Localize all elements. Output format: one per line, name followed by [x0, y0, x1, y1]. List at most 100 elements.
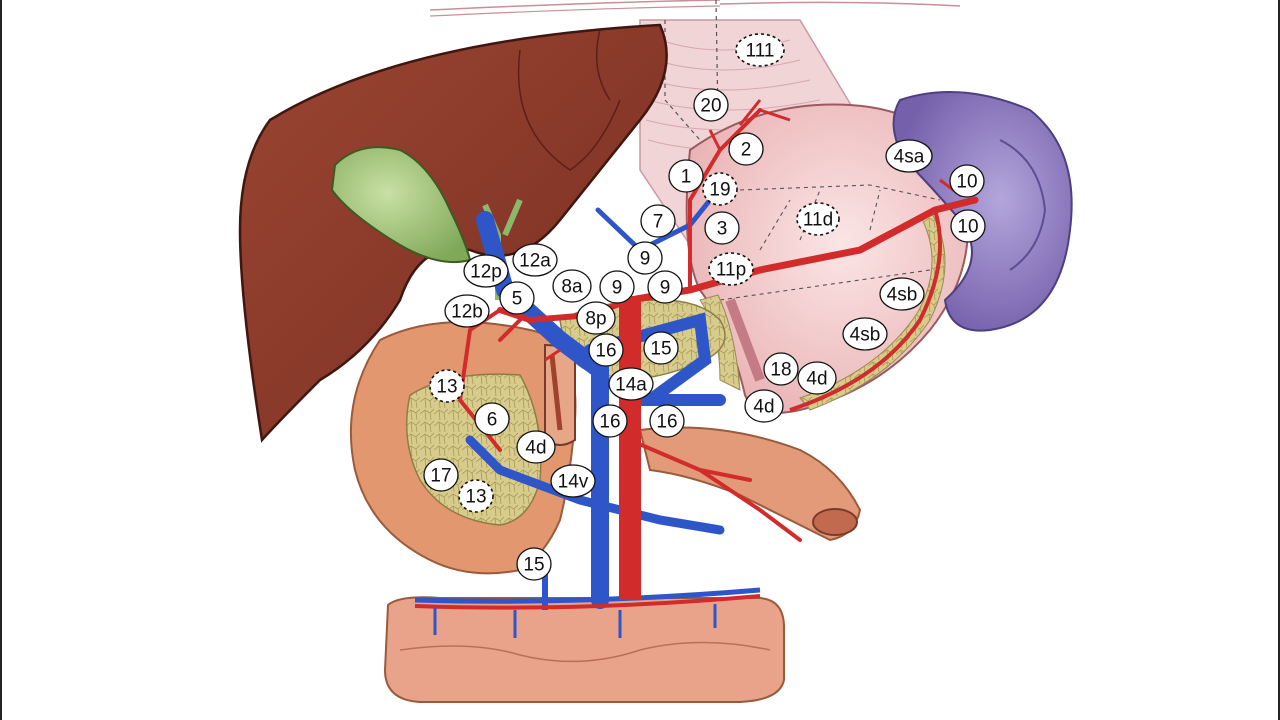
node-circle: [423, 458, 459, 492]
lymph-node-station-18: 18: [763, 352, 799, 386]
node-label: 20: [700, 96, 721, 117]
lymph-node-station-12b: 12b: [444, 294, 490, 328]
node-circle: [668, 159, 704, 193]
node-circle: [708, 252, 754, 286]
lymph-node-station-10a: 10: [949, 164, 985, 198]
node-label: 4sb: [887, 285, 918, 306]
lymph-node-station-16a: 16: [588, 333, 624, 367]
node-label: 4d: [806, 369, 827, 390]
lymph-node-station-2: 2: [728, 132, 764, 166]
node-circle: [796, 202, 840, 236]
node-circle: [797, 361, 837, 395]
node-circle: [576, 301, 616, 335]
spleen-crease: [999, 139, 1047, 271]
transverse-colon: [383, 596, 786, 703]
right-frame-edge: [1278, 0, 1280, 720]
node-circle: [728, 132, 764, 166]
node-label: 111: [746, 41, 775, 62]
node-circle: [463, 254, 509, 288]
node-label: 19: [709, 180, 730, 201]
node-circle: [649, 404, 685, 438]
node-circle: [763, 352, 799, 386]
lymph-node-station-6: 6: [474, 402, 510, 436]
node-circle: [885, 139, 933, 173]
lymph-node-station-11p: 11p: [708, 252, 754, 286]
node-circle: [599, 270, 635, 304]
lymph-node-station-11d: 11d: [796, 202, 840, 236]
node-circle: [516, 430, 556, 464]
lymph-node-station-13b: 13: [458, 479, 494, 513]
node-circle: [550, 464, 596, 498]
lymph-node-station-4d2: 4d: [744, 389, 784, 423]
node-label: 4sb: [850, 325, 881, 346]
left-frame-edge: [0, 0, 2, 720]
lymph-node-station-111: 111: [735, 33, 785, 67]
lymph-node-station-8a: 8a: [552, 269, 592, 303]
gallbladder: [330, 146, 472, 264]
node-label: 4sa: [894, 147, 925, 168]
node-label: 7: [653, 212, 664, 233]
node-label: 14a: [615, 375, 647, 396]
lymph-node-station-4sa: 4sa: [885, 139, 933, 173]
lymph-node-station-12a: 12a: [512, 243, 558, 277]
node-label: 4d: [753, 397, 774, 418]
lymph-node-station-20: 20: [693, 88, 729, 122]
node-circle: [640, 204, 676, 238]
node-circle: [592, 404, 628, 438]
node-label: 11p: [716, 260, 746, 281]
node-label: 18: [770, 360, 791, 381]
lymph-node-station-1: 1: [668, 159, 704, 193]
node-label: 1: [681, 167, 692, 188]
node-circle: [950, 209, 986, 243]
node-circle: [512, 243, 558, 277]
lymph-node-station-19: 19: [702, 172, 738, 206]
lymph-node-station-14a: 14a: [608, 367, 654, 401]
node-circle: [627, 241, 663, 275]
node-circle: [643, 331, 679, 365]
node-label: 3: [717, 219, 728, 240]
lymph-node-station-16c: 16: [649, 404, 685, 438]
node-circle: [588, 333, 624, 367]
node-label: 10: [957, 217, 978, 238]
lymph-node-station-3: 3: [704, 211, 740, 245]
node-label: 15: [523, 555, 544, 576]
node-label: 16: [656, 412, 677, 433]
node-circle: [552, 269, 592, 303]
lymph-node-station-7: 7: [640, 204, 676, 238]
node-circle: [444, 294, 490, 328]
node-label: 12a: [519, 251, 551, 272]
node-circle: [879, 277, 925, 311]
node-label: 13: [436, 377, 457, 398]
lymph-node-station-16b: 16: [592, 404, 628, 438]
lymph-node-station-4sb2: 4sb: [842, 317, 888, 351]
node-circle: [693, 88, 729, 122]
node-label: 9: [640, 249, 651, 270]
node-circle: [744, 389, 784, 423]
node-label: 8a: [561, 277, 583, 298]
node-label: 6: [487, 410, 498, 431]
node-circle: [842, 317, 888, 351]
node-label: 15: [650, 339, 671, 360]
lymph-node-station-10b: 10: [950, 209, 986, 243]
diaphragm: [429, 0, 961, 17]
node-label: 12b: [451, 302, 483, 323]
lymph-node-station-9a: 9: [627, 241, 663, 275]
node-label: 8p: [585, 309, 606, 330]
node-label: 5: [512, 289, 523, 310]
node-circle: [704, 211, 740, 245]
node-label: 12p: [470, 262, 502, 283]
lymph-node-station-8p: 8p: [576, 301, 616, 335]
node-label: 9: [612, 278, 623, 299]
node-label: 11d: [803, 210, 833, 231]
node-circle: [647, 270, 683, 304]
jejunum: [638, 426, 862, 542]
node-label: 17: [430, 466, 451, 487]
lymph-node-station-13a: 13: [429, 369, 465, 403]
node-label: 16: [599, 412, 620, 433]
node-circle: [499, 281, 535, 315]
node-circle: [474, 402, 510, 436]
lymph-node-station-5: 5: [499, 281, 535, 315]
lymph-node-station-17: 17: [423, 458, 459, 492]
